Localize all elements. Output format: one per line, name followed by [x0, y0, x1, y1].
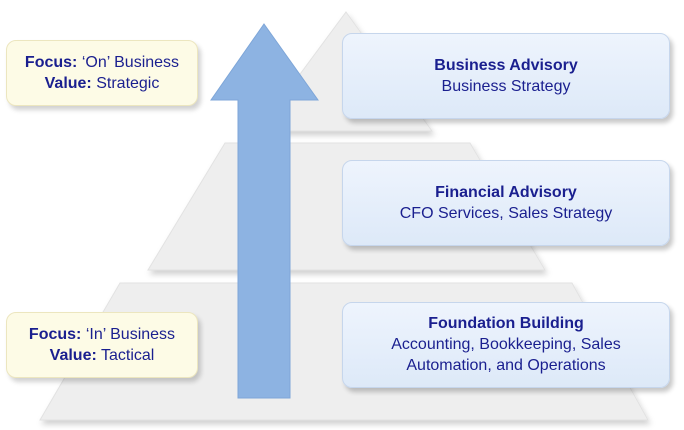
value-label: Value: — [44, 75, 92, 92]
tier-box-financial-advisory: Financial Advisory CFO Services, Sales S… — [342, 160, 670, 246]
value-value: Tactical — [100, 347, 155, 364]
tier-box-business-advisory: Business Advisory Business Strategy — [342, 33, 670, 119]
tier-title: Business Advisory — [434, 56, 578, 74]
value-line: Value: Tactical — [50, 345, 155, 366]
tier-title: Financial Advisory — [435, 183, 577, 201]
upward-arrow — [210, 23, 319, 399]
tier-description: Business Strategy — [441, 77, 571, 95]
value-value: Strategic — [96, 75, 160, 92]
tier-box-foundation-building: Foundation Building Accounting, Bookkeep… — [342, 302, 670, 388]
tier-description-line-2: Automation, and Operations — [406, 357, 606, 374]
focus-value: ‘On’ Business — [81, 54, 180, 71]
value-line: Value: Strategic — [45, 73, 160, 94]
focus-label: Focus: — [28, 326, 82, 343]
tier-description: CFO Services, Sales Strategy — [399, 204, 613, 222]
value-label: Value: — [49, 347, 97, 364]
focus-line: Focus: ‘On’ Business — [25, 52, 179, 73]
tier-title: Foundation Building — [428, 315, 584, 332]
focus-box-tactical: Focus: ‘In’ Business Value: Tactical — [6, 312, 198, 378]
tier-description-line-1: Accounting, Bookkeeping, Sales — [391, 336, 621, 353]
focus-value: ‘In’ Business — [85, 326, 176, 343]
focus-line: Focus: ‘In’ Business — [29, 324, 175, 345]
focus-label: Focus: — [24, 54, 78, 71]
focus-box-strategic: Focus: ‘On’ Business Value: Strategic — [6, 40, 198, 106]
